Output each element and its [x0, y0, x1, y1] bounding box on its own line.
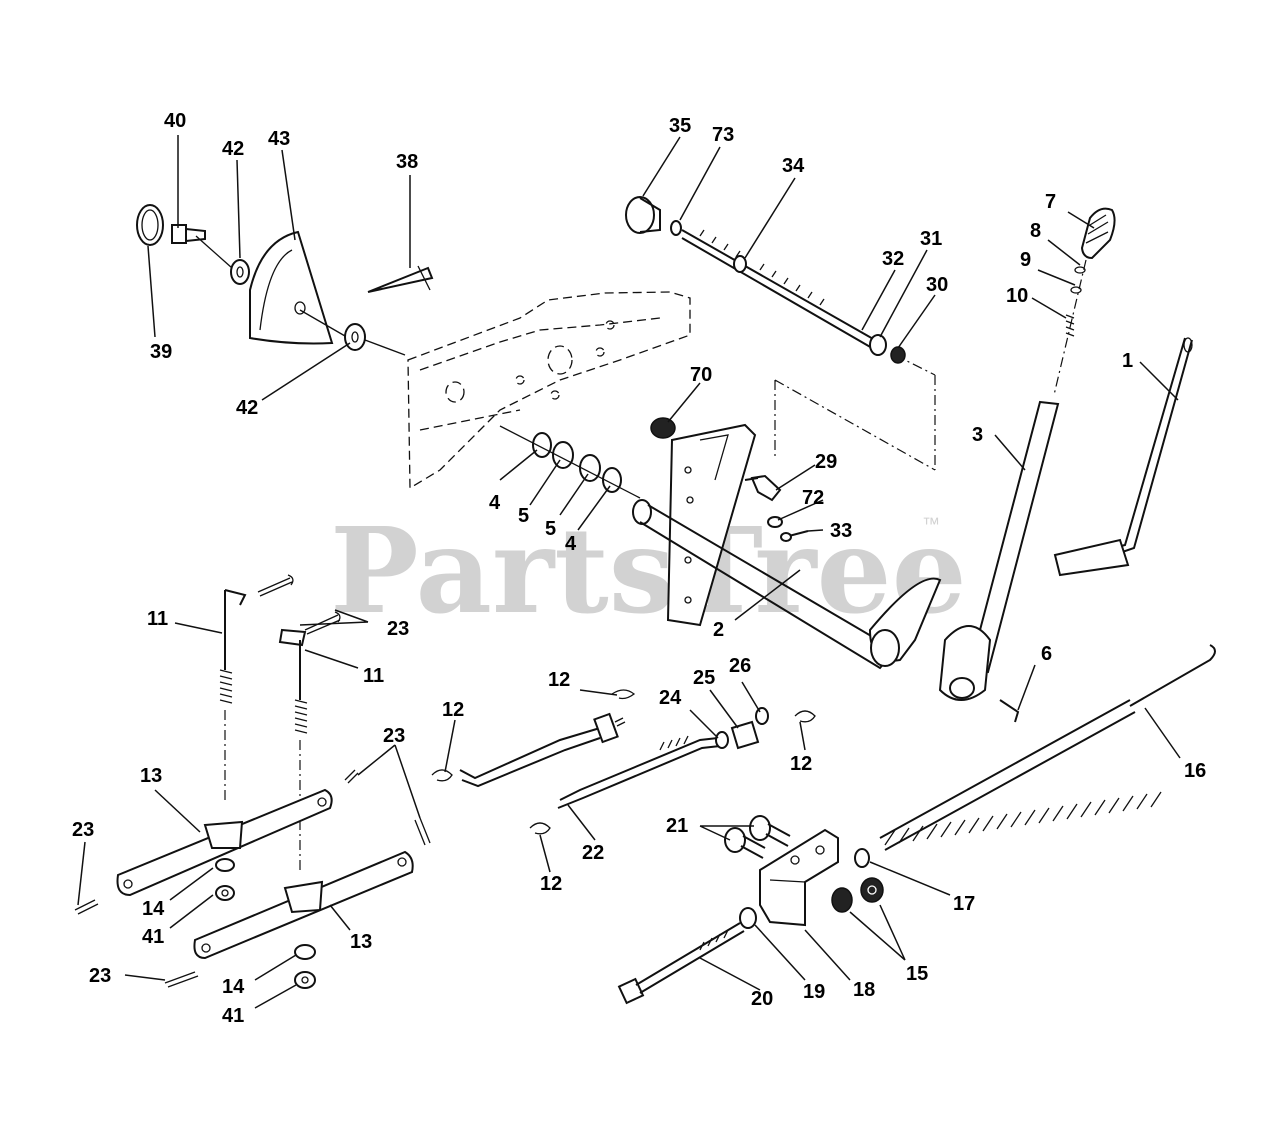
callout-16: 16: [1184, 760, 1206, 782]
lever-part-3: [938, 400, 1060, 723]
link-rod-upper: [459, 712, 626, 788]
washer-nut-14-41-upper: [215, 858, 235, 901]
callout-26: 26: [729, 655, 751, 677]
arm-part-13-lower: [193, 850, 414, 960]
callout-23-left: 23: [72, 819, 94, 841]
callout-34: 34: [782, 155, 805, 177]
grip-part-7: [1080, 207, 1116, 260]
callout-3: 3: [972, 424, 983, 446]
bracket-part-18: [759, 828, 839, 927]
callout-73: 73: [712, 124, 734, 146]
callout-30: 30: [926, 274, 948, 296]
callout-5-right: 5: [545, 518, 556, 540]
clip-parts-12: [431, 689, 816, 835]
spring-parts-8-9-10: [1053, 259, 1087, 396]
callout-14-lower: 14: [222, 976, 245, 998]
callout-1: 1: [1122, 350, 1133, 372]
callout-43: 43: [268, 128, 290, 150]
callout-12-top: 12: [548, 669, 570, 691]
callout-31: 31: [920, 228, 942, 250]
lift-shaft-part-2: [632, 423, 942, 670]
callout-13-lower: 13: [350, 931, 372, 953]
callout-6: 6: [1041, 643, 1052, 665]
callout-12-bottom: 12: [540, 873, 562, 895]
clip-part-38: [367, 265, 434, 293]
callout-15: 15: [906, 963, 928, 985]
leader-lines: [77, 135, 1181, 1009]
callout-33: 33: [830, 520, 852, 542]
control-rod-part-1: [1053, 337, 1193, 577]
washer-nut-14-41-lower: [294, 944, 316, 989]
callout-4-left: 4: [489, 492, 501, 514]
callout-32: 32: [882, 248, 904, 270]
callout-72: 72: [802, 487, 824, 509]
arm-part-13-upper: [116, 788, 333, 897]
callout-5-left: 5: [518, 505, 529, 527]
callout-70: 70: [690, 364, 712, 386]
callout-11-right: 11: [363, 665, 384, 687]
knob-ring-part: [136, 204, 164, 246]
watermark-trademark: ™: [922, 514, 940, 534]
spring-link-part-11-left: [219, 589, 247, 800]
callout-38: 38: [396, 151, 418, 173]
quadrant-plate-part: [249, 230, 334, 345]
washer-part-19: [739, 907, 757, 929]
callout-29: 29: [815, 451, 837, 473]
washer-part-17: [854, 848, 870, 868]
callout-4-right: 4: [565, 533, 577, 555]
callout-8: 8: [1030, 220, 1041, 242]
callout-40: 40: [164, 110, 186, 132]
callout-17: 17: [953, 893, 975, 915]
fitting-part-29: [744, 474, 782, 502]
washer-part-70: [650, 417, 676, 439]
callout-13-upper: 13: [140, 765, 162, 787]
callout-18: 18: [853, 979, 875, 1001]
callout-23-bottom: 23: [89, 965, 111, 987]
callout-22: 22: [582, 842, 604, 864]
callout-14-upper: 14: [142, 898, 165, 920]
washer-lower-part: [344, 323, 366, 351]
callout-10: 10: [1006, 285, 1028, 307]
callout-2: 2: [713, 619, 724, 641]
callout-19: 19: [803, 981, 825, 1003]
spacer-washers: [499, 425, 641, 499]
link-rod-part-22: [557, 707, 769, 809]
callout-25: 25: [693, 667, 715, 689]
nuts-part-15: [831, 877, 884, 913]
spring-link-part-11-right: [278, 628, 308, 870]
bolts-part-21: [724, 815, 791, 859]
callout-35: 35: [669, 115, 691, 137]
callout-12-left: 12: [442, 699, 464, 721]
callout-23-top: 23: [387, 618, 409, 640]
callout-20: 20: [751, 988, 773, 1010]
callout-labels: 40 42 43 38 39 42 35 73 34 32 31 30 7 8 …: [72, 110, 1206, 1027]
callout-9: 9: [1020, 249, 1031, 271]
callout-41-lower: 41: [222, 1005, 244, 1027]
callout-39: 39: [150, 341, 172, 363]
hairpin-clips-23: [74, 574, 431, 988]
watermark-text: PartsTree: [330, 501, 967, 640]
callout-7: 7: [1045, 191, 1056, 213]
frame-bracket: [407, 291, 691, 490]
callout-42-lower: 42: [236, 397, 258, 419]
callout-12-right: 12: [790, 753, 812, 775]
callout-11-left: 11: [147, 608, 168, 630]
rod-part-34: [625, 196, 906, 364]
washer-upper-part: [230, 259, 250, 285]
callout-42-upper: 42: [222, 138, 244, 160]
callout-41-upper: 41: [142, 926, 164, 948]
shoulder-bolt-part: [171, 224, 206, 244]
callout-21: 21: [666, 815, 688, 837]
callout-24: 24: [659, 687, 682, 709]
callout-23-mid: 23: [383, 725, 405, 747]
spring-part-16: [879, 644, 1216, 851]
bolt-part-20: [617, 922, 745, 1005]
screw-part-33: [780, 530, 809, 542]
